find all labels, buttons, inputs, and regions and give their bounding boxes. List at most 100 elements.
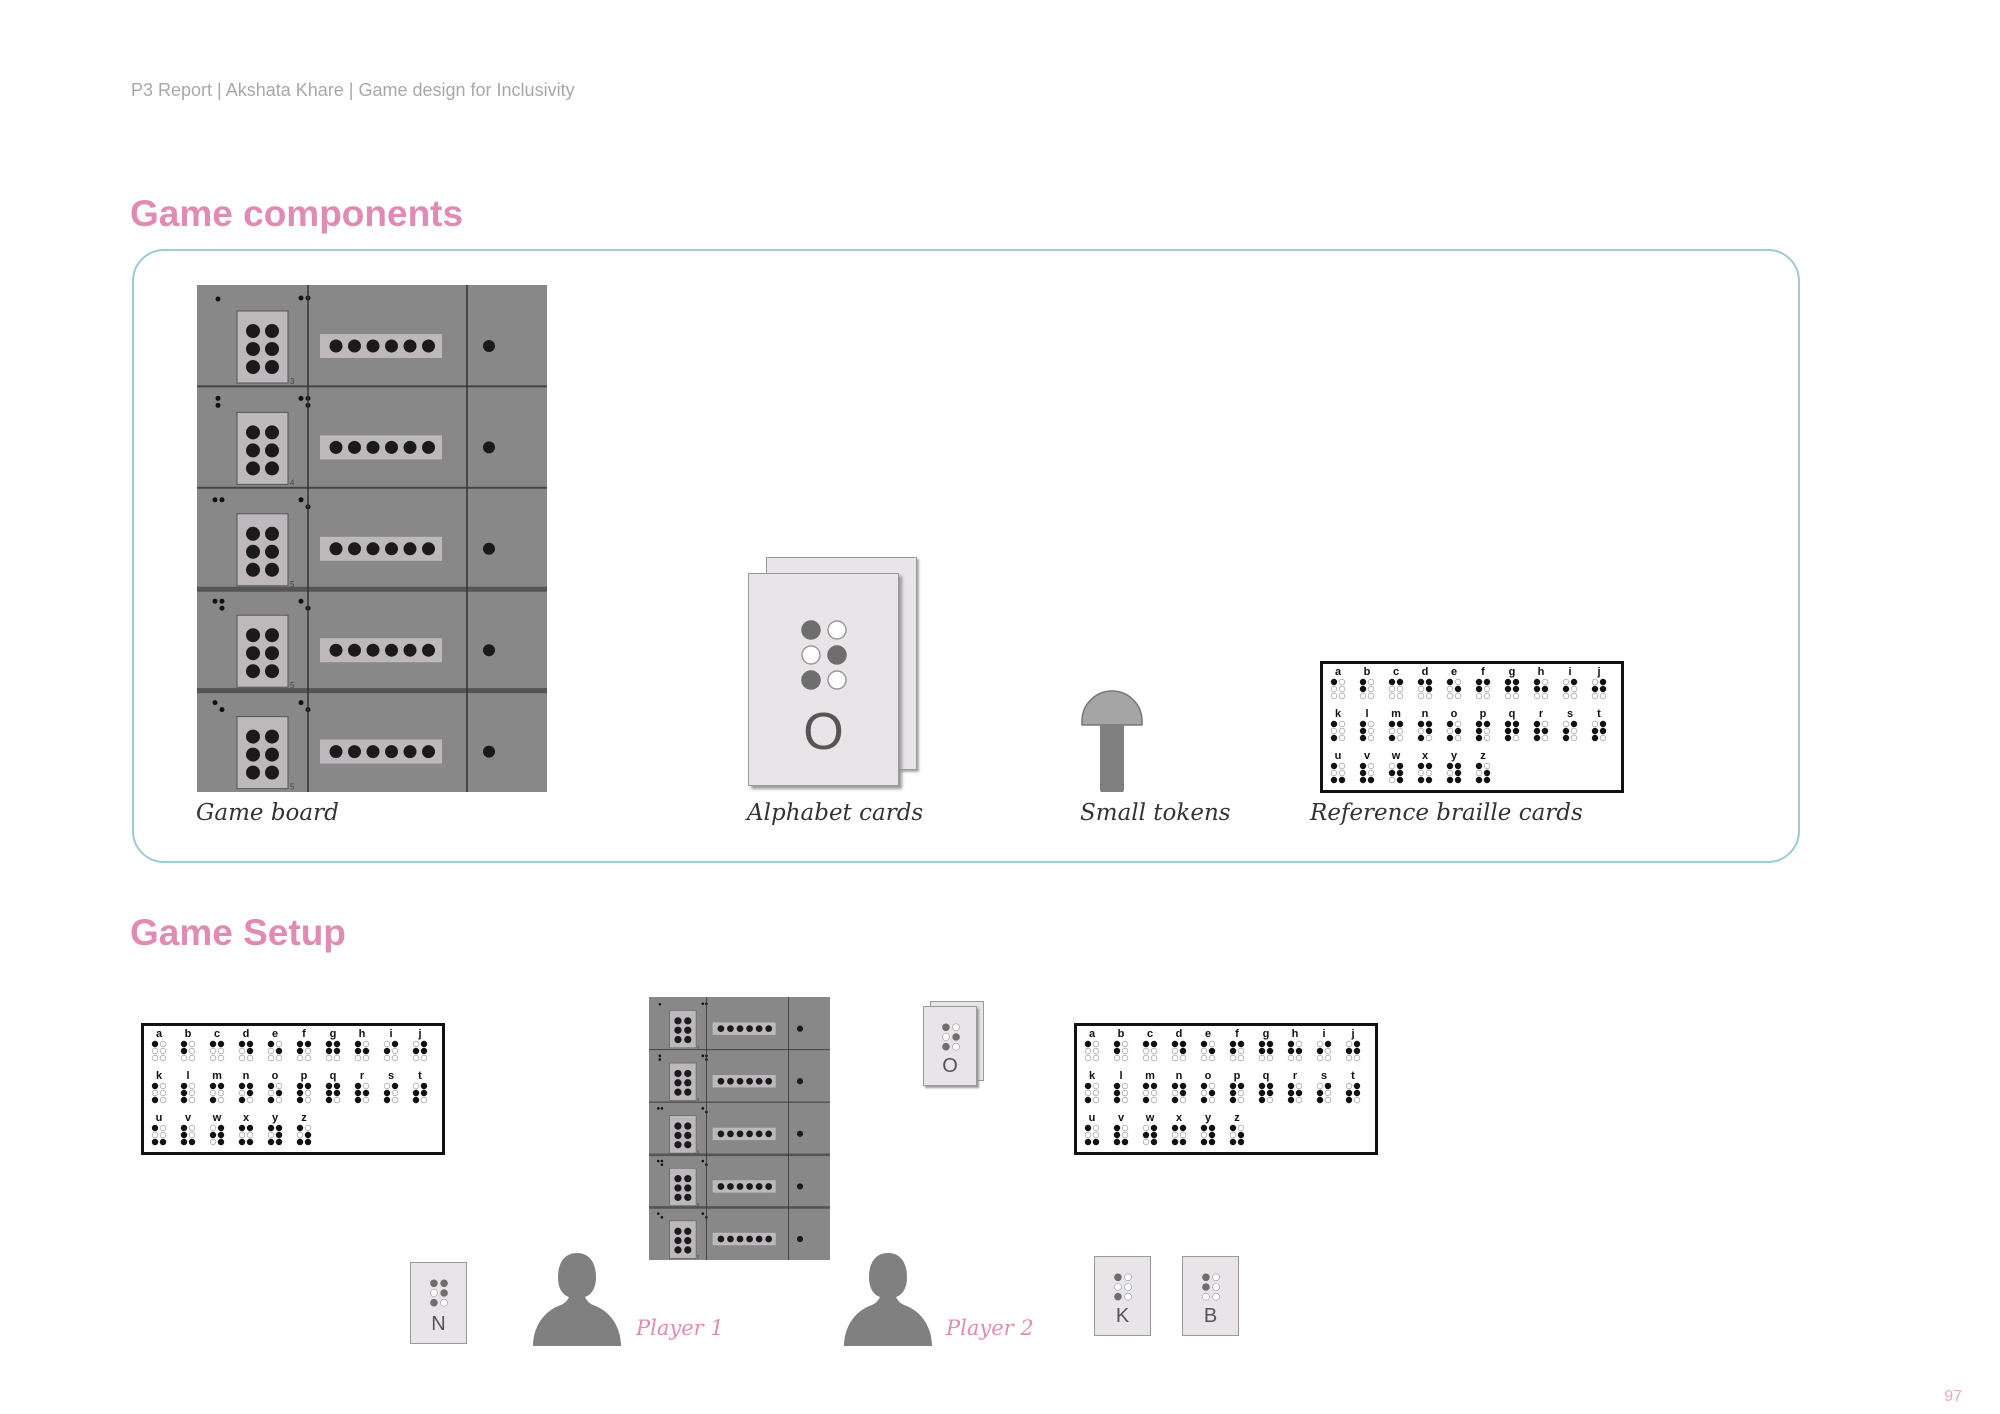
- braille-dot: [391, 1040, 399, 1048]
- player1-label: Player 1: [636, 1316, 724, 1340]
- braille-dot: [1599, 734, 1607, 742]
- reference-letter-l: l: [180, 1070, 196, 1104]
- board-row-number: 4: [697, 1097, 700, 1102]
- tray-dot: [403, 542, 417, 556]
- braille-dot: [188, 1138, 196, 1146]
- board-slot-dot: [684, 1122, 692, 1130]
- braille-cell-icon: [801, 620, 847, 690]
- reference-letter-d: d: [1417, 666, 1433, 700]
- braille-dot: [1425, 769, 1433, 777]
- reference-letter-k: k: [151, 1070, 167, 1104]
- braille-dot: [209, 1124, 217, 1132]
- braille-dot: [1388, 762, 1396, 770]
- braille-dot: [1367, 720, 1375, 728]
- braille-dot: [1570, 692, 1578, 700]
- braille-dot: [159, 1124, 167, 1132]
- reference-letter-e: e: [1446, 666, 1462, 700]
- reference-letter-label: e: [272, 1028, 278, 1040]
- braille-dot: [354, 1082, 362, 1090]
- braille-dot: [246, 1089, 254, 1097]
- braille-dot: [1591, 692, 1599, 700]
- braille-dot: [1287, 1089, 1295, 1097]
- reference-letter-label: y: [1451, 750, 1458, 762]
- reference-letter-label: y: [272, 1112, 279, 1124]
- braille-dot-empty: [1212, 1292, 1220, 1301]
- braille-dot: [1179, 1138, 1187, 1146]
- reference-letter-r: r: [1533, 708, 1549, 742]
- braille-dot: [1208, 1124, 1216, 1132]
- player1-letter-card[interactable]: N: [410, 1262, 467, 1344]
- braille-dot: [1258, 1096, 1266, 1104]
- board-slot-dot: [265, 729, 279, 744]
- card-letter: K: [1115, 1305, 1130, 1327]
- braille-dot-empty: [827, 670, 847, 690]
- reference-letter-label: l: [1365, 708, 1368, 720]
- braille-dot: [1417, 769, 1425, 777]
- tray-dot: [717, 1077, 725, 1085]
- board-row-4: 5: [212, 598, 495, 690]
- braille-dot-filled: [952, 1033, 960, 1041]
- braille-dot: [151, 1054, 159, 1062]
- braille-dot: [1425, 727, 1433, 735]
- braille-dot-filled: [1202, 1273, 1210, 1282]
- reference-letter-x: x: [238, 1112, 254, 1146]
- braille-dot: [1359, 720, 1367, 728]
- corner-dot: [298, 295, 304, 301]
- braille-dot: [412, 1054, 420, 1062]
- reference-letter-a: a: [151, 1028, 167, 1062]
- braille-dot: [1092, 1089, 1100, 1097]
- braille-dot: [296, 1096, 304, 1104]
- tray-dot: [727, 1130, 734, 1138]
- braille-dot: [1425, 685, 1433, 693]
- braille-dot: [1533, 685, 1541, 693]
- braille-dot-filled: [1114, 1273, 1122, 1282]
- corner-dot: [660, 1107, 664, 1110]
- card-border: [1320, 661, 1624, 793]
- board-slot-dot: [246, 342, 260, 356]
- player2-label: Player 2: [946, 1316, 1034, 1340]
- braille-dot: [1417, 692, 1425, 700]
- braille-dot: [1504, 727, 1512, 735]
- braille-dot: [1533, 727, 1541, 735]
- braille-dot: [1258, 1089, 1266, 1097]
- reference-letter-label: k: [1089, 1070, 1096, 1082]
- reference-letter-u: u: [1330, 750, 1346, 784]
- board-row-5: 5: [212, 700, 495, 792]
- player2-letter-card-b[interactable]: B: [1182, 1256, 1239, 1336]
- braille-dot: [217, 1124, 225, 1132]
- braille-dot: [180, 1082, 188, 1090]
- braille-dot: [1142, 1089, 1150, 1097]
- corner-dot: [298, 395, 304, 401]
- braille-dot: [1237, 1138, 1245, 1146]
- corner-dot: [215, 395, 221, 401]
- board-letter-slot: [669, 1168, 697, 1206]
- reference-letter-b: b: [1359, 666, 1375, 700]
- braille-dot: [420, 1089, 428, 1097]
- braille-dot: [1113, 1040, 1121, 1048]
- braille-dot: [1512, 727, 1520, 735]
- tray-dot: [755, 1235, 763, 1243]
- braille-dot: [1142, 1040, 1150, 1048]
- board-slot-dot: [674, 1175, 682, 1183]
- braille-dot: [267, 1131, 275, 1139]
- braille-dot: [151, 1040, 159, 1048]
- braille-dot: [1330, 727, 1338, 735]
- braille-dot: [1359, 762, 1367, 770]
- braille-dot: [1113, 1124, 1121, 1132]
- braille-dot: [1417, 685, 1425, 693]
- section-title-components: Game components: [130, 193, 464, 234]
- braille-dot: [1258, 1054, 1266, 1062]
- braille-dot: [1504, 720, 1512, 728]
- reference-letter-label: h: [1292, 1028, 1299, 1040]
- braille-dot: [1454, 769, 1462, 777]
- braille-dot: [1417, 720, 1425, 728]
- braille-dot: [391, 1096, 399, 1104]
- braille-dot: [275, 1054, 283, 1062]
- player2-letter-card-k[interactable]: K: [1094, 1256, 1151, 1336]
- braille-dot: [188, 1131, 196, 1139]
- reference-letter-label: d: [243, 1028, 250, 1040]
- braille-dot: [1237, 1131, 1245, 1139]
- reference-letter-u: u: [151, 1112, 167, 1146]
- braille-dot: [1179, 1096, 1187, 1104]
- board-slot-dot: [265, 526, 279, 541]
